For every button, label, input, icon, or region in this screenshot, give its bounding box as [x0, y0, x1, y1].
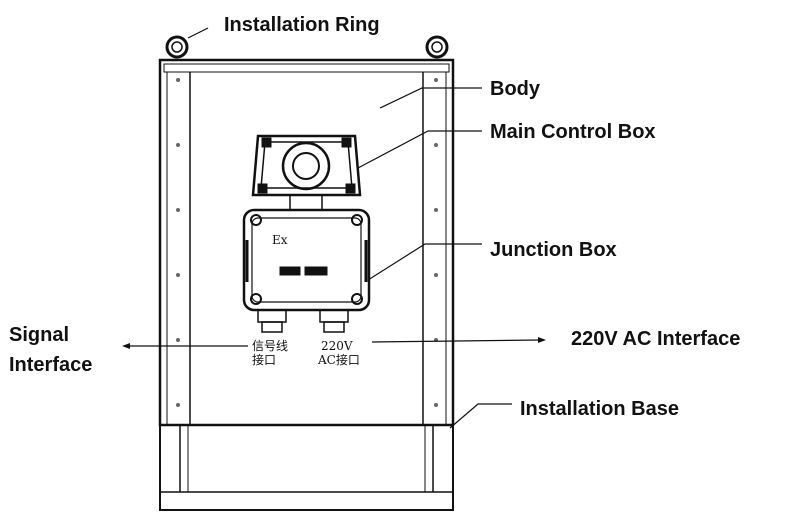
arrow-signal-interface [122, 343, 130, 349]
signal-port-text-2: 接口 [252, 352, 276, 367]
cabinet-body [158, 58, 455, 427]
label-signal-interface-line1: Signal [9, 324, 70, 346]
label-body: Body [490, 78, 540, 100]
ac-port-text-1: 220V [321, 339, 353, 353]
label-junction-box: Junction Box [490, 239, 617, 261]
installation-ring-left [165, 35, 189, 59]
junction-box [242, 208, 371, 333]
label-signal-interface: Signal Interface [9, 320, 92, 380]
installation-base [159, 424, 454, 511]
ex-mark: Ex [272, 233, 288, 247]
installation-ring-right [425, 35, 449, 59]
signal-port-text-1: 信号线 [252, 339, 288, 353]
arrow-ac-interface [538, 337, 546, 343]
main-control-box [251, 134, 362, 211]
label-installation-ring: Installation Ring [224, 14, 380, 36]
leader-lines [125, 27, 541, 429]
ac-port-text-2: AC接口 [317, 352, 360, 367]
mounting-holes [176, 78, 438, 407]
label-installation-base: Installation Base [520, 398, 679, 420]
label-ac-interface: 220V AC Interface [571, 328, 741, 350]
label-main-control-box: Main Control Box [490, 121, 656, 143]
label-signal-interface-line2: Interface [9, 354, 93, 376]
